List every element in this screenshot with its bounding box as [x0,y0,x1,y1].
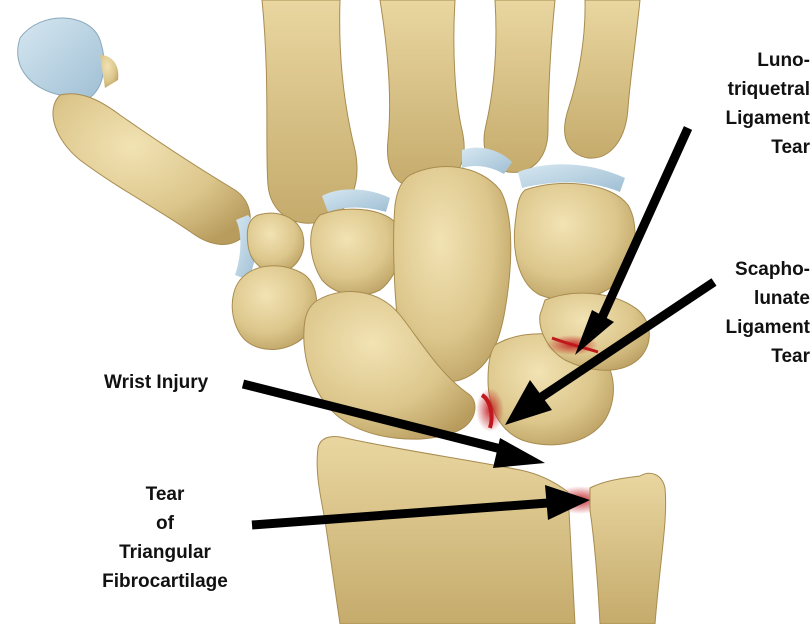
label-line: Scapho- [690,255,810,284]
label-line: Ligament [690,104,810,133]
label-line: Tear [690,342,810,371]
label-tfcc-tear: Tear of Triangular Fibrocartilage [80,480,250,596]
label-line: Triangular [80,538,250,567]
label-line: Fibrocartilage [80,567,250,596]
label-line: of [80,509,250,538]
label-line: Tear [80,480,250,509]
thumb-bones [18,18,250,244]
label-luno-triquetral-tear: Luno- triquetral Ligament Tear [690,46,810,162]
radius-bone [317,436,575,624]
label-scapholunate-tear: Scapho- lunate Ligament Tear [690,255,810,371]
label-wrist-injury: Wrist Injury [104,368,244,397]
label-line: lunate [690,284,810,313]
label-line: triquetral [690,75,810,104]
label-line: Luno- [690,46,810,75]
label-line: Wrist Injury [104,368,244,397]
ulna-bone [590,473,666,624]
label-line: Tear [690,133,810,162]
label-line: Ligament [690,313,810,342]
